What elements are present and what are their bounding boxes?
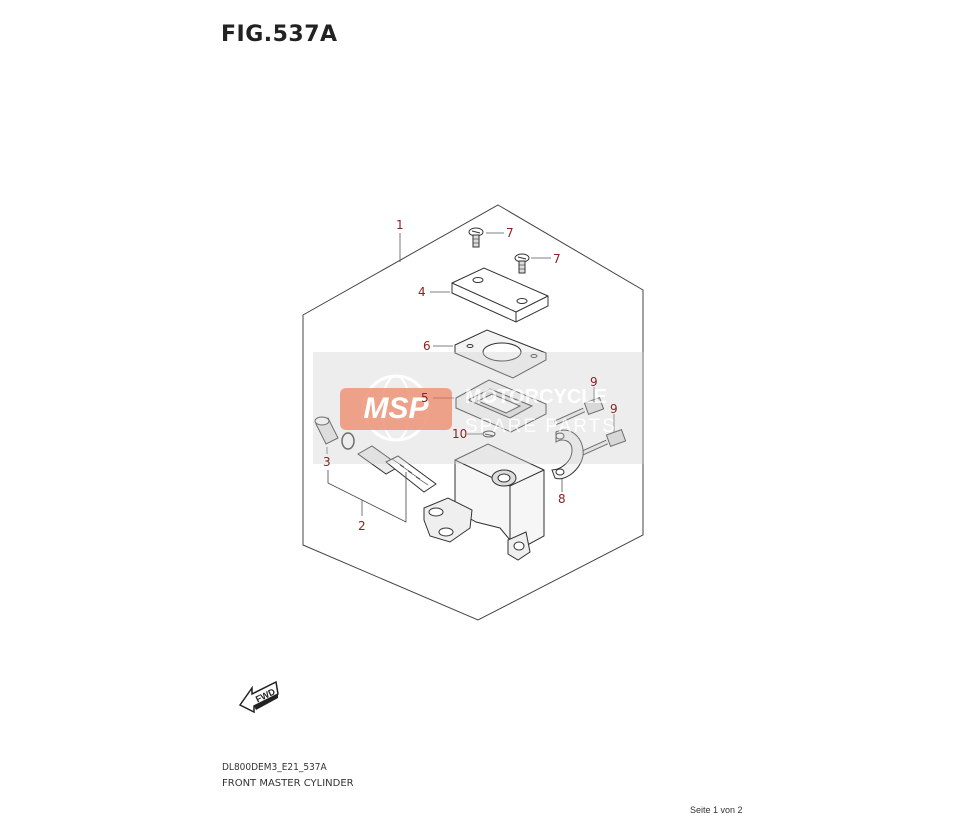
bolt-part-9a [553, 396, 605, 426]
clamp-holder-part-8 [551, 429, 584, 480]
circlip-part [341, 432, 355, 450]
callout-6: 6 [423, 339, 431, 353]
float-part-10 [482, 430, 496, 438]
watermark: MSP MOTORCYCLE SPARE PARTS [313, 352, 644, 464]
assembly-outline [302, 204, 644, 621]
dust-boot-part-3 [314, 416, 339, 445]
diaphragm-plate-part-6 [454, 329, 547, 379]
callout-7b: 7 [553, 252, 561, 266]
callout-8: 8 [558, 492, 566, 506]
callout-10: 10 [452, 427, 467, 441]
watermark-logo-text: MSP [363, 392, 429, 425]
page-number: Seite 1 von 2 [690, 805, 743, 815]
reservoir-cap-part-4 [451, 267, 549, 323]
callout-9a: 9 [590, 375, 598, 389]
callout-4: 4 [418, 285, 426, 299]
callout-1: 1 [396, 218, 404, 232]
watermark-line2: SPARE PARTS [465, 416, 617, 437]
figure-name: FRONT MASTER CYLINDER [222, 778, 354, 789]
callout-5: 5 [421, 391, 429, 405]
watermark-logo [340, 388, 452, 430]
callout-2: 2 [358, 519, 366, 533]
callout-7a: 7 [506, 226, 514, 240]
fwd-arrow-icon: FWD [238, 680, 279, 714]
callout-9b: 9 [610, 402, 618, 416]
screw-part-7a [468, 227, 484, 248]
figure-code: DL800DEM3_E21_537A [222, 762, 327, 773]
master-cylinder-body [423, 443, 545, 561]
piston-set-part-2 [357, 445, 437, 493]
figure-title: FIG.537A [221, 22, 338, 47]
diaphragm-part-5 [455, 379, 547, 433]
callout-3: 3 [323, 455, 331, 469]
watermark-line1: MOTORCYCLE [465, 386, 607, 408]
screw-part-7b [514, 253, 530, 274]
